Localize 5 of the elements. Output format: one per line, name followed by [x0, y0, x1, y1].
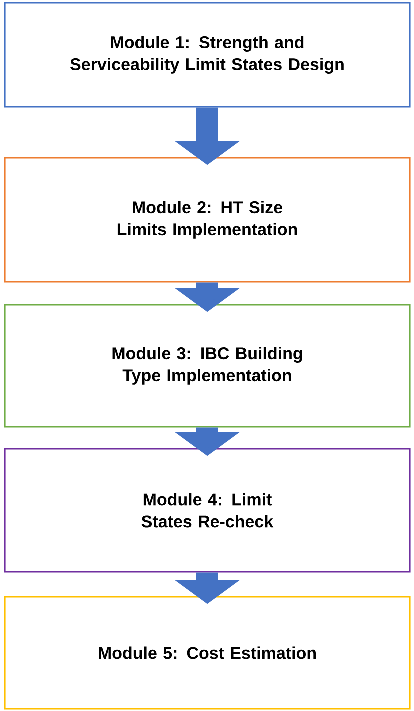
module-box: Module 2: HT Size Limits Implementation	[4, 157, 411, 283]
module-box: Module 1: Strength and Serviceability Limit States Design	[4, 2, 411, 108]
module-box: Module 3: IBC Building Type Implementation	[4, 304, 411, 428]
module-box: Module 4: Limit States Re-check	[4, 448, 411, 573]
module-box: Module 5: Cost Estimation	[4, 596, 411, 710]
